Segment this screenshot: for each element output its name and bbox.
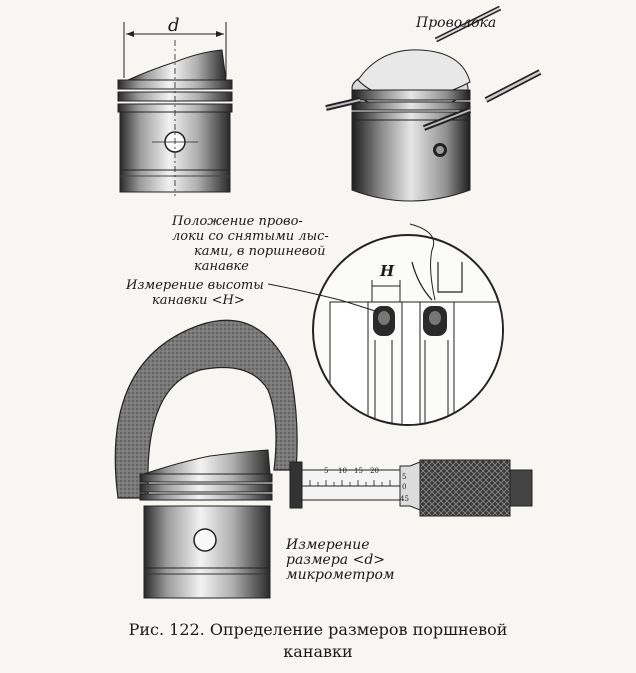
size-measure-line-3: микрометром [286, 567, 395, 583]
height-measure-label: Измерение высоты канавки <H> [126, 278, 264, 308]
wire-position-line-4: канавке [194, 259, 249, 274]
size-measure-label: Измерение размера <d> микрометром [286, 538, 395, 583]
wire-position-line-2: локи со снятыми лыс- [172, 229, 329, 244]
dimension-d-label: d [168, 15, 180, 36]
piston-front-view [117, 22, 233, 196]
scale-top-10: 10 [338, 467, 347, 475]
scale-right-5: 5 [402, 473, 407, 481]
figure-caption-line-1: Рис. 122. Определение размеров поршневой [128, 620, 508, 639]
figure-caption-line-2: канавки [283, 642, 353, 661]
piston-with-wire [325, 5, 542, 202]
scale-top-20: 20 [370, 467, 379, 475]
height-H-label: H [380, 262, 395, 280]
height-measure-line-1: Измерение высоты [126, 278, 264, 293]
wire-position-line-1: Положение прово- [172, 214, 303, 229]
size-measure-line-2: размера <d> [286, 552, 386, 568]
size-measure-line-1: Измерение [286, 537, 370, 553]
micrometer [114, 319, 533, 599]
scale-top-5: 5 [324, 467, 329, 475]
wire-position-line-3: ками, в поршневой [194, 244, 326, 259]
wire-label: Проволока [416, 15, 497, 31]
wire-position-label: Положение прово- локи со снятыми лыс- ка… [172, 214, 329, 274]
scale-right-0: 0 [402, 483, 407, 491]
scale-right-45: 45 [400, 495, 409, 503]
scale-top-15: 15 [354, 467, 363, 475]
height-measure-line-2: канавки <H> [152, 293, 245, 308]
